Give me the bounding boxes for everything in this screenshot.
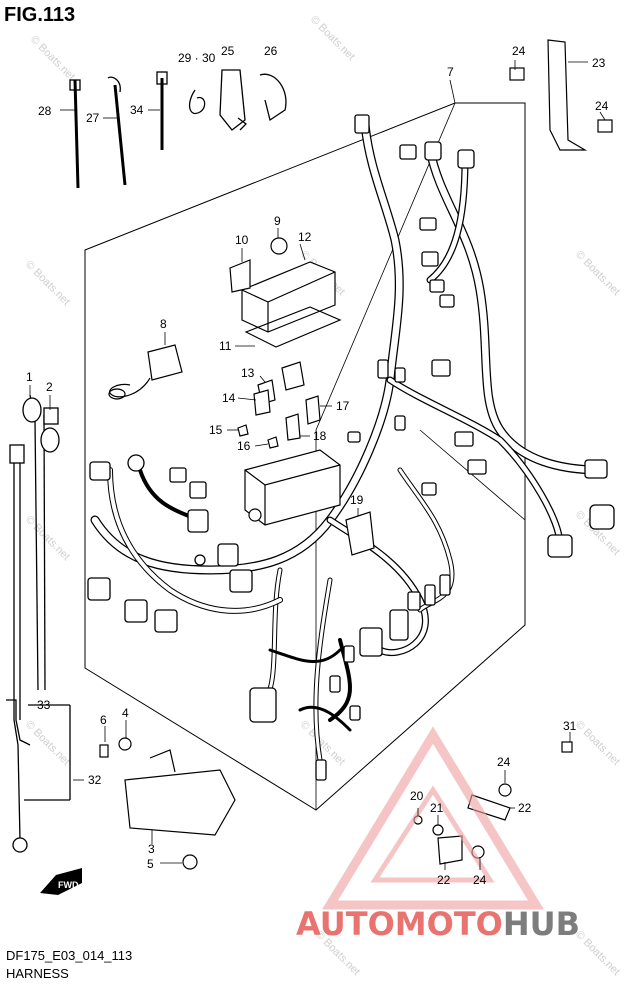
figure-name: HARNESS xyxy=(6,966,69,981)
figure-title: FIG.113 xyxy=(4,4,76,26)
watermark: © Boats.net xyxy=(573,249,622,298)
callout-17: 17 xyxy=(336,399,350,413)
brand-hub: HUB xyxy=(503,905,580,943)
bracket-parts xyxy=(509,39,613,151)
callout-6: 6 xyxy=(100,713,107,727)
callout-24: 24 xyxy=(595,99,609,113)
figure-code: DF175_E03_014_113 xyxy=(6,948,133,963)
callout-7: 7 xyxy=(447,65,454,79)
callout-33: 33 xyxy=(37,698,51,712)
boundary-perspective xyxy=(419,429,526,521)
callout-15: 15 xyxy=(209,423,223,437)
callout-9: 9 xyxy=(274,214,281,228)
callout-12: 12 xyxy=(298,230,312,244)
callout-2: 2 xyxy=(46,380,53,394)
callout-13: 13 xyxy=(241,366,255,380)
watermark: © Boats.net xyxy=(23,259,72,308)
watermark: © Boats.net xyxy=(573,929,622,978)
callout-26: 26 xyxy=(264,44,278,58)
watermark: © Boats.net xyxy=(573,719,622,768)
main-harness xyxy=(90,120,605,763)
brand-triangle xyxy=(322,726,544,910)
battery-cables xyxy=(6,394,71,853)
callout-31: 31 xyxy=(563,719,577,733)
watermark: © Boats.net xyxy=(308,14,357,63)
callout-labels: 7 24 23 24 29 · 30 25 26 28 27 34 9 10 1… xyxy=(26,44,609,887)
callout-24: 24 xyxy=(473,873,487,887)
callout-25: 25 xyxy=(221,44,235,58)
watermark: © Boats.net xyxy=(23,719,72,768)
callout-3: 3 xyxy=(148,842,155,856)
callout-19: 19 xyxy=(350,493,364,507)
callout-16: 16 xyxy=(237,439,251,453)
fwd-arrow: FWD xyxy=(40,868,82,895)
leader-lines xyxy=(29,60,606,870)
callout-32: 32 xyxy=(88,773,102,787)
callout-24: 24 xyxy=(512,44,526,58)
watermark: © Boats.net xyxy=(23,514,72,563)
ties-and-clips xyxy=(69,69,287,189)
brand-logo: AUTOMOTOHUB xyxy=(296,905,580,943)
callout-1: 1 xyxy=(26,370,33,384)
callout-24: 24 xyxy=(497,755,511,769)
callout-34: 34 xyxy=(130,103,144,117)
bottom-right-parts xyxy=(413,741,573,865)
fwd-label: FWD xyxy=(58,880,79,890)
callout-29-30: 29 · 30 xyxy=(178,51,216,65)
callout-8: 8 xyxy=(160,317,167,331)
junction-box xyxy=(108,237,375,556)
bottom-bracket xyxy=(99,737,236,870)
watermark: © Boats.net xyxy=(28,34,77,83)
harness-connectors xyxy=(87,114,615,781)
brand-auto: AUTO xyxy=(296,905,395,943)
callout-18: 18 xyxy=(313,429,327,443)
brand-moto: MOTO xyxy=(395,905,503,943)
callout-4: 4 xyxy=(122,706,129,720)
callout-20: 20 xyxy=(410,789,424,803)
callout-5: 5 xyxy=(147,857,154,871)
callout-22: 22 xyxy=(518,801,532,815)
callout-21: 21 xyxy=(430,801,444,815)
callout-14: 14 xyxy=(222,391,236,405)
callout-22: 22 xyxy=(437,873,451,887)
svg-text:AUTOMOTOHUB: AUTOMOTOHUB xyxy=(296,905,580,943)
callout-27: 27 xyxy=(86,111,100,125)
callout-23: 23 xyxy=(592,56,606,70)
callout-28: 28 xyxy=(38,104,52,118)
callout-11: 11 xyxy=(219,339,232,353)
callout-10: 10 xyxy=(235,233,249,247)
